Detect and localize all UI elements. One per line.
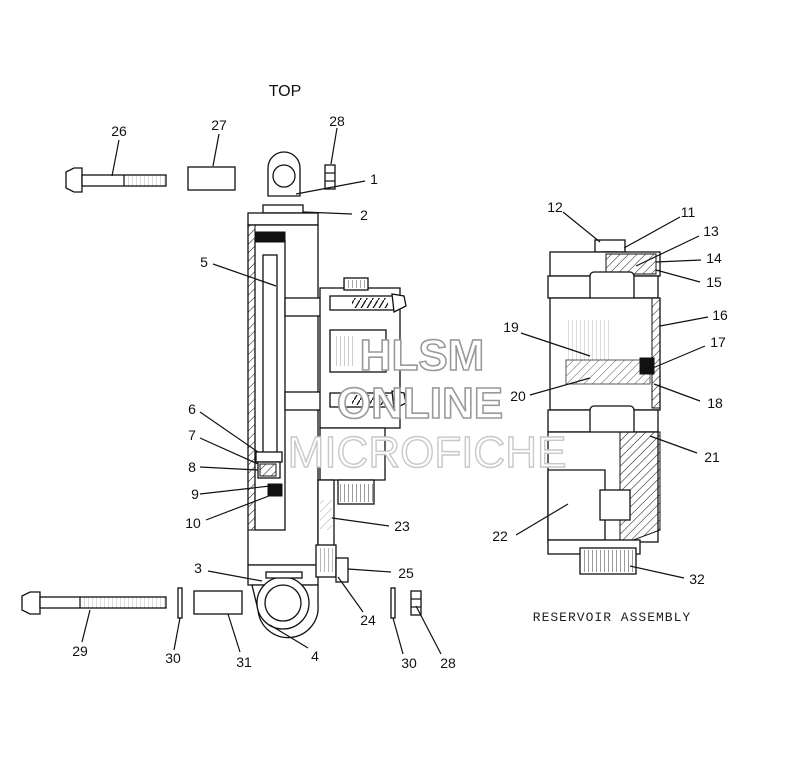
callout-10: 10 bbox=[185, 515, 201, 531]
watermark: HLSM ONLINE MICROFICHE bbox=[287, 330, 567, 478]
callout-5: 5 bbox=[200, 254, 208, 270]
callout-23: 23 bbox=[394, 518, 410, 534]
watermark-line-2: ONLINE bbox=[337, 379, 503, 428]
callout-12: 12 bbox=[547, 199, 563, 215]
bottom-eyelet bbox=[251, 571, 319, 639]
valve-block bbox=[315, 277, 407, 583]
bolt-29 bbox=[21, 591, 167, 615]
callout-32: 32 bbox=[689, 571, 705, 587]
nut-28-bottom bbox=[410, 590, 422, 616]
shock-body bbox=[247, 151, 324, 586]
callout-8: 8 bbox=[188, 459, 196, 475]
callout-29: 29 bbox=[72, 643, 88, 659]
callout-14: 14 bbox=[706, 250, 722, 266]
callout-7: 7 bbox=[188, 427, 196, 443]
callout-11: 11 bbox=[681, 204, 696, 220]
callout-4: 4 bbox=[311, 648, 319, 664]
reservoir-assembly-caption: RESERVOIR ASSEMBLY bbox=[533, 610, 691, 625]
callout-30-right: 30 bbox=[401, 655, 417, 671]
callout-17: 17 bbox=[710, 334, 726, 350]
callout-28-bottom: 28 bbox=[440, 655, 456, 671]
callout-20: 20 bbox=[510, 388, 526, 404]
spacer-27 bbox=[187, 166, 236, 191]
callout-13: 13 bbox=[703, 223, 719, 239]
callout-16: 16 bbox=[712, 307, 728, 323]
callout-1: 1 bbox=[370, 171, 378, 187]
callout-31: 31 bbox=[236, 654, 252, 670]
callout-6: 6 bbox=[188, 401, 196, 417]
callout-2: 2 bbox=[360, 207, 368, 223]
callout-3: 3 bbox=[194, 560, 202, 576]
callout-labels: 26 27 28 1 2 5 6 7 8 9 10 23 3 25 24 4 2… bbox=[72, 113, 728, 671]
callout-28-top: 28 bbox=[329, 113, 345, 129]
washer-30-left bbox=[177, 587, 183, 619]
leader-lines bbox=[81, 127, 709, 655]
callout-25: 25 bbox=[398, 565, 414, 581]
nut-28-top bbox=[324, 164, 336, 190]
watermark-line-1: HLSM bbox=[360, 331, 485, 380]
callout-19: 19 bbox=[503, 319, 519, 335]
callout-9: 9 bbox=[191, 486, 199, 502]
bolt-26 bbox=[65, 167, 167, 193]
callout-18: 18 bbox=[707, 395, 723, 411]
callout-22: 22 bbox=[492, 528, 508, 544]
washer-30-right bbox=[390, 587, 396, 619]
callout-24: 24 bbox=[360, 612, 376, 628]
callout-21: 21 bbox=[704, 449, 720, 465]
callout-27: 27 bbox=[211, 117, 227, 133]
callout-30-left: 30 bbox=[165, 650, 181, 666]
callout-15: 15 bbox=[706, 274, 722, 290]
top-view-label: TOP bbox=[269, 83, 302, 100]
watermark-line-3: MICROFICHE bbox=[288, 428, 567, 477]
reservoir-assembly bbox=[547, 239, 661, 575]
spacer-31 bbox=[193, 590, 243, 615]
callout-26: 26 bbox=[111, 123, 127, 139]
